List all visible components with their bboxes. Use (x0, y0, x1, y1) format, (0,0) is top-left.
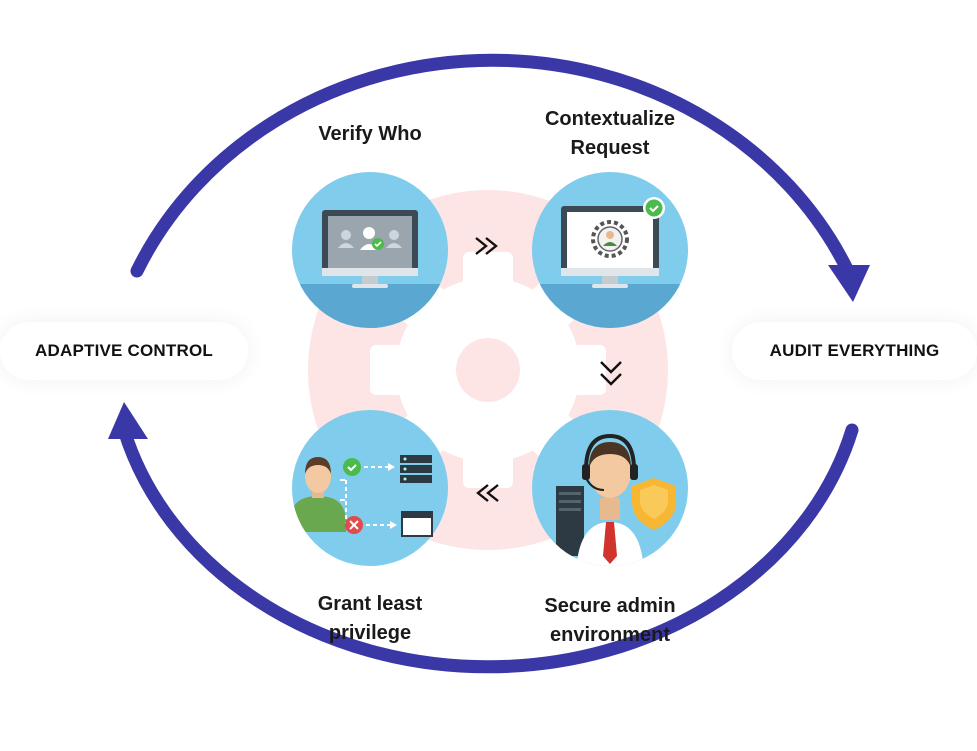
step-verify-who-label: Verify Who (300, 120, 440, 149)
audit-everything-label: AUDIT EVERYTHING (732, 322, 977, 380)
step-grant-privilege-line1: Grant least (317, 593, 423, 615)
step-secure-admin-circle (532, 410, 688, 566)
cycle-arrowhead-left (108, 402, 148, 439)
monitor-gear-icon (561, 197, 665, 288)
cycle-arrows (117, 53, 859, 674)
cycle-arrow-bottom (117, 423, 859, 674)
double-chevron-down-icon (600, 361, 622, 386)
step-grant-privilege-line2: privilege (328, 622, 412, 644)
step-secure-admin-label: Secure admin environment (515, 592, 705, 650)
double-chevron-right-icon (475, 237, 498, 255)
cycle-arrow-top (130, 53, 855, 278)
step-secure-admin-line1: Secure admin (544, 595, 676, 617)
access-control-icon (292, 455, 433, 537)
step-contextualize-line1: Contextualize (544, 108, 676, 130)
step-grant-privilege-label: Grant least privilege (285, 590, 455, 648)
double-chevron-left-icon (476, 484, 499, 502)
step-contextualize-label: Contextualize Request (520, 105, 700, 163)
monitor-users-icon (322, 210, 418, 288)
step-verify-who-line1: Verify Who (318, 123, 422, 145)
cycle-arrowhead-right (828, 265, 870, 302)
step-secure-admin-line2: environment (549, 624, 671, 646)
step-verify-who-circle (292, 172, 448, 328)
adaptive-control-label: ADAPTIVE CONTROL (0, 322, 248, 380)
step-grant-privilege-circle (292, 410, 448, 566)
step-contextualize-line2: Request (570, 137, 650, 159)
